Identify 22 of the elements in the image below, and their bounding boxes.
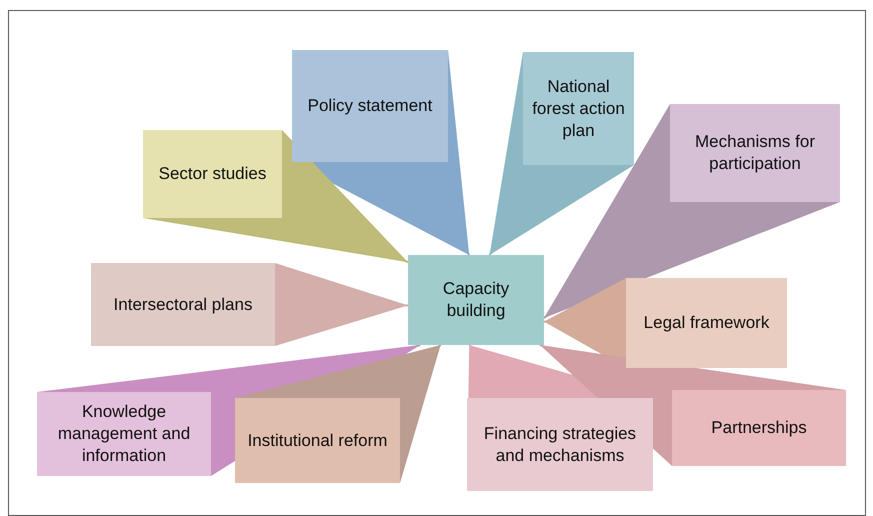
topic-box	[91, 263, 275, 346]
box-label: Institutional reform	[248, 430, 388, 452]
box-label: Mechanisms for participation	[694, 131, 816, 175]
topic-box	[670, 104, 840, 202]
topic-box	[523, 52, 634, 165]
topic-box	[292, 50, 448, 162]
topic-box	[37, 392, 211, 476]
box-label: Knowledge management and information	[56, 401, 192, 467]
topic-box	[235, 398, 400, 483]
topic-box	[143, 130, 282, 218]
box-label: Sector studies	[158, 163, 266, 185]
box-label: Financing strategies and mechanisms	[482, 422, 638, 466]
topic-box	[672, 390, 846, 466]
center-box	[408, 255, 544, 345]
box-label: National forest action plan	[531, 76, 626, 142]
box-label: Legal framework	[644, 312, 770, 334]
topic-box	[467, 398, 653, 491]
box-label: Capacity building	[442, 278, 510, 322]
topic-box	[626, 278, 787, 368]
box-label: Intersectoral plans	[114, 294, 252, 316]
box-label: Policy statement	[308, 95, 432, 117]
box-label: Partnerships	[711, 417, 807, 439]
